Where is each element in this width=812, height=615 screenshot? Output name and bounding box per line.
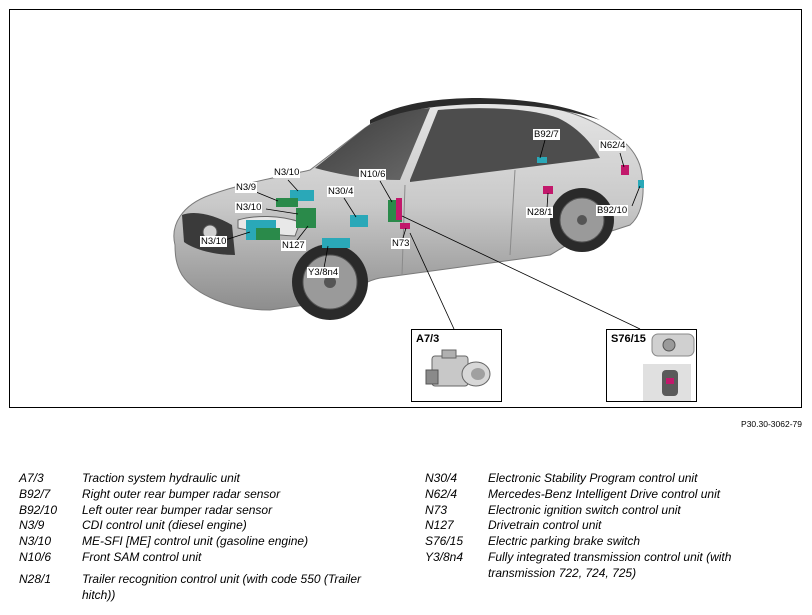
legend-desc: Drivetrain control unit: [488, 518, 602, 533]
component-n28-1: [543, 186, 553, 194]
legend-code: B92/10: [19, 502, 58, 517]
legend-row: N127 Drivetrain control unit: [425, 518, 805, 534]
component-n10-6-b: [396, 198, 402, 220]
legend-desc: Mercedes-Benz Intelligent Drive control …: [488, 486, 721, 501]
figure-reference: P30.30-3062-79: [741, 419, 802, 429]
legend-row: B92/10 Left outer rear bumper radar senso…: [19, 503, 409, 519]
hydraulic-unit-image: [425, 349, 491, 387]
legend-row: N3/9 CDI control unit (diesel engine): [19, 518, 409, 534]
legend-code: N28/1: [19, 571, 52, 586]
callout-y3-8n4: Y3/8n4: [307, 267, 340, 278]
legend-desc: Traction system hydraulic unit: [82, 471, 240, 485]
callout-n30-4: N30/4: [327, 186, 355, 197]
component-n73: [400, 223, 410, 229]
legend-row: B92/7 Right outer rear bumper radar senso…: [19, 487, 409, 503]
parking-brake-switch-image: [643, 333, 695, 401]
callout-b92-7: B92/7: [533, 129, 560, 140]
windshield: [315, 108, 430, 180]
legend-left: A7/3 Traction system hydraulic unit B92/7…: [19, 471, 409, 606]
callout-n3-10-low: N3/10: [200, 236, 228, 247]
legend-row: N3/10 ME-SFI [ME] control unit (gasoline …: [19, 534, 409, 550]
inset-s76-15: S76/15: [606, 329, 697, 402]
legend-code: N3/9: [19, 518, 45, 533]
legend-row: N73 Electronic ignition switch control un…: [425, 503, 805, 519]
component-n30-4: [350, 215, 368, 227]
callout-n62-4: N62/4: [599, 140, 627, 151]
legend-row: N28/1 Trailer recognition control unit (w…: [19, 572, 409, 606]
callout-b92-10: B92/10: [596, 205, 629, 216]
legend-row: S76/15 Electric parking brake switch: [425, 534, 805, 550]
legend-code: N10/6: [19, 549, 52, 564]
legend-desc: Electric parking brake switch: [488, 534, 641, 549]
component-n62-4: [621, 165, 629, 175]
legend-row: N30/4 Electronic Stability Program contro…: [425, 471, 805, 487]
legend-code: N3/10: [19, 534, 52, 549]
legend-desc: Electronic ignition switch control unit: [488, 502, 681, 517]
legend-code: S76/15: [425, 534, 464, 549]
legend-desc: Left outer rear bumper radar sensor: [82, 502, 273, 517]
legend-row: Y3/8n4 Fully integrated transmission cont…: [425, 550, 805, 582]
legend-right: N30/4 Electronic Stability Program contro…: [425, 471, 805, 582]
callout-n28-1: N28/1: [526, 207, 554, 218]
callout-n10-6: N10/6: [359, 169, 387, 180]
leader-lines: [224, 139, 641, 330]
legend-row: N10/6 Front SAM control unit: [19, 550, 409, 566]
legend-code: N62/4: [425, 486, 458, 501]
legend-code: N73: [425, 502, 448, 517]
legend-desc: Fully integrated transmission control un…: [488, 549, 732, 580]
inset-label-a7-3: A7/3: [416, 333, 440, 345]
legend-row: N62/4 Mercedes-Benz Intelligent Drive con…: [425, 487, 805, 503]
legend-desc: Front SAM control unit: [82, 549, 202, 564]
callout-n3-10-top: N3/10: [273, 167, 301, 178]
legend-desc: Electronic Stability Program control uni…: [488, 471, 698, 485]
legend-desc: ME-SFI [ME] control unit (gasoline engin…: [82, 534, 309, 549]
callout-n3-9: N3/9: [235, 182, 258, 193]
legend-row: A7/3 Traction system hydraulic unit: [19, 471, 409, 487]
legend-code: A7/3: [19, 471, 44, 485]
legend-code: N30/4: [425, 471, 458, 485]
callout-n127: N127: [281, 240, 306, 251]
component-n3-10-mid: [296, 208, 316, 228]
legend-code: Y3/8n4: [425, 549, 464, 564]
diagram-figure: N3/10 N3/9 N3/10 N3/10 N127 N30/4 N10/6 …: [9, 9, 802, 408]
legend-code: B92/7: [19, 486, 51, 501]
inset-a7-3: A7/3: [411, 329, 502, 402]
inset-label-s76-15: S76/15: [611, 333, 646, 345]
component-n3-9: [276, 198, 298, 207]
legend-desc: Trailer recognition control unit (with c…: [82, 571, 362, 602]
component-b92-7: [537, 157, 547, 163]
callout-n73: N73: [391, 238, 411, 249]
component-y3-8n4: [322, 238, 350, 248]
side-windows: [410, 108, 600, 182]
component-b92-10: [638, 180, 644, 188]
component-n3-10-top: [290, 190, 314, 201]
callout-n3-10-mid: N3/10: [235, 202, 263, 213]
car-illustration: [173, 98, 644, 330]
legend-desc: Right outer rear bumper radar sensor: [82, 486, 281, 501]
legend-desc: CDI control unit (diesel engine): [82, 518, 247, 533]
roof: [370, 98, 600, 124]
legend-code: N127: [425, 518, 454, 533]
